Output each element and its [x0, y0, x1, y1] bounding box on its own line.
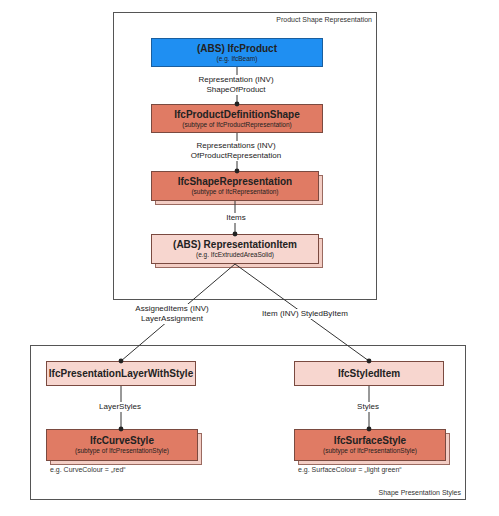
association-line	[235, 264, 371, 363]
class-note: (subtype of IfcProductRepresentation)	[182, 121, 291, 129]
role-label: LayerStyles	[97, 402, 143, 412]
class-name: IfcPresentationLayerWithStyle	[49, 368, 193, 380]
class-note: (e.g. IfcBeam)	[217, 55, 258, 63]
role-label: Representation (INV) ShapeOfProduct	[169, 75, 303, 95]
class-name: IfcShapeRepresentation	[178, 176, 292, 188]
item-box: (ABS) RepresentationItem(e.g. IfcExtrude…	[151, 234, 319, 264]
curve-style-box: IfcCurveStyle(subtype of IfcPresentation…	[46, 429, 198, 461]
class-name: IfcProductDefinitionShape	[174, 109, 300, 121]
role-label: AssignedItems (INV) LayerAssignment	[115, 304, 229, 324]
example-note: e.g. SurfaceColour = „light green“	[298, 466, 402, 473]
class-name: IfcStyledItem	[338, 368, 400, 380]
example-note: e.g. CurveColour = „red“	[50, 466, 126, 473]
class-name: (ABS) RepresentationItem	[173, 239, 297, 251]
presentation-styles-group: Shape Presentation Styles IfcPresentation…	[30, 345, 466, 500]
class-note: (subtype of IfcRepresentation)	[191, 188, 278, 196]
role-label: Item (INV) StyledByItem	[260, 309, 350, 319]
class-name: IfcSurfaceStyle	[334, 435, 406, 447]
representation-box: IfcShapeRepresentation(subtype of IfcRep…	[151, 171, 319, 201]
styled-item-box: IfcStyledItem	[294, 361, 444, 386]
role-label: Styles	[355, 402, 381, 412]
class-note: (e.g. IfcExtrudedAreaSolid)	[196, 251, 274, 259]
layer-box: IfcPresentationLayerWithStyle	[46, 361, 196, 386]
role-label: Representations (INV) OfProductRepresent…	[164, 141, 308, 161]
class-note: (subtype of IfcPresentationStyle)	[323, 447, 417, 455]
class-note: (subtype of IfcPresentationStyle)	[75, 447, 169, 455]
group-title: Shape Presentation Styles	[379, 489, 462, 496]
role-label: Items	[224, 213, 248, 223]
definition-box: IfcProductDefinitionShape(subtype of Ifc…	[151, 104, 323, 133]
group-title: Product Shape Representation	[276, 16, 372, 23]
class-name: (ABS) IfcProduct	[197, 43, 277, 55]
surface-style-box: IfcSurfaceStyle(subtype of IfcPresentati…	[294, 429, 446, 461]
product-box: (ABS) IfcProduct(e.g. IfcBeam)	[151, 38, 323, 67]
class-name: IfcCurveStyle	[90, 435, 154, 447]
